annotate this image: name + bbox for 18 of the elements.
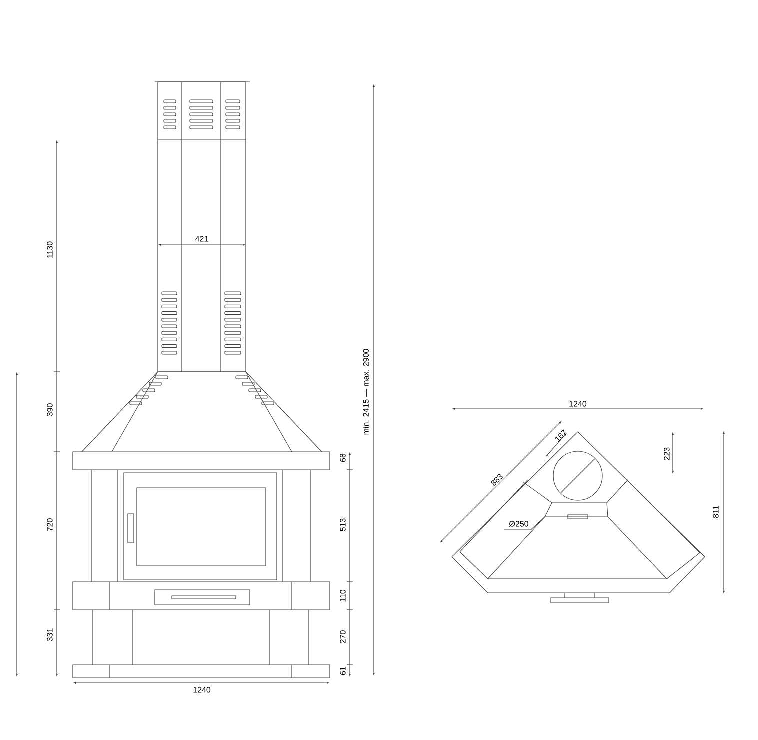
dimension-label: 1240 [570, 401, 587, 407]
dimension-label: 883 [491, 474, 503, 486]
dimension-label: 390 [47, 404, 53, 416]
dimension-label: 1240 [194, 687, 211, 693]
dimension-label: 331 [47, 628, 53, 642]
dimension-label: 513 [340, 518, 346, 532]
dimension-label: 421 [196, 236, 208, 242]
dimension-label: 811 [713, 506, 719, 518]
dimension-label: 720 [47, 518, 53, 532]
dimension-label: 1130 [47, 242, 53, 258]
dimension-label: 270 [340, 630, 346, 644]
dimension-label: 223 [664, 448, 670, 460]
dimension-label: 68 [340, 454, 346, 462]
dimension-label: Ø250 [510, 521, 528, 527]
dimension-label: 167 [556, 430, 566, 442]
dimension-label: 61 [340, 666, 346, 676]
dimension-label: 110 [340, 590, 346, 602]
dimension-label: min. 2415 — max. 2900 [363, 349, 369, 435]
